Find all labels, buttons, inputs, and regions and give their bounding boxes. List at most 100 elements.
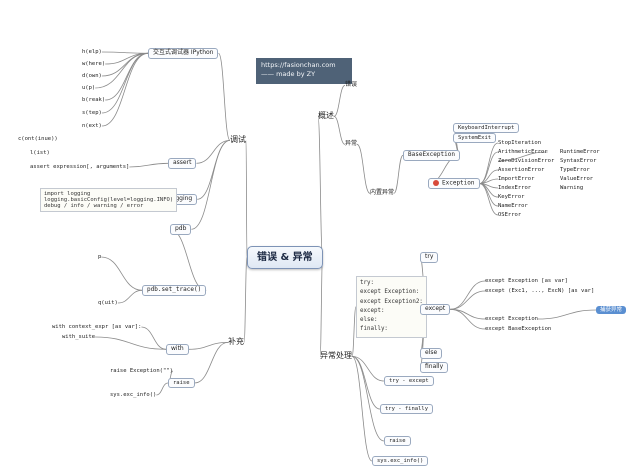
connector-line (319, 257, 324, 357)
connector-line (95, 52, 149, 89)
connector-line (194, 341, 229, 384)
overview-exception[interactable]: 异常 (345, 140, 358, 147)
exc-runtime[interactable]: RuntimeError (560, 149, 600, 155)
connector-line (537, 309, 597, 320)
with-syntax[interactable]: with context_expr [as var]: (52, 324, 142, 330)
cmd-step[interactable]: s(tep) (82, 110, 102, 116)
form-baseexception[interactable]: except BaseException (485, 326, 552, 332)
supplement-raise-exc[interactable]: raise Exception("") (110, 368, 173, 374)
branch-overview[interactable]: 概述 (318, 111, 334, 120)
connector-line (101, 52, 149, 77)
handling-except[interactable]: except (420, 304, 451, 315)
branch-exception-handling[interactable]: 异常处理 (320, 351, 352, 360)
supplement-with[interactable]: with (166, 344, 189, 355)
connector-line (245, 139, 248, 258)
branch-debug[interactable]: 调试 (230, 135, 246, 144)
exc-value[interactable]: ValueError (560, 176, 594, 182)
connector-line (218, 52, 231, 141)
root-node[interactable]: 错误 & 异常 (247, 246, 323, 269)
cmd-continue[interactable]: c(ont(inue)) (18, 136, 58, 142)
logging-line-1: import logging (44, 191, 91, 197)
debug-assert-syntax[interactable]: assert expression[, arguments] (30, 164, 130, 170)
exc-type[interactable]: TypeError (560, 167, 590, 173)
connector-line (101, 52, 149, 127)
cmd-print[interactable]: p (98, 254, 102, 260)
exc-arithmetic[interactable]: ArithmeticError (498, 149, 548, 155)
connector-line (450, 280, 486, 310)
debug-pdb[interactable]: pdb (170, 224, 192, 235)
cmd-break[interactable]: b(reak) (82, 97, 106, 103)
try-line-else: else: (360, 317, 378, 324)
exc-import[interactable]: ImportError (498, 176, 535, 182)
debug-set-trace[interactable]: pdb.set_trace() (142, 285, 207, 296)
overview-builtin[interactable]: 内置异常 (370, 189, 395, 196)
exc-exception[interactable]: Exception (428, 178, 480, 190)
form-exception[interactable]: except Exception (485, 316, 538, 322)
connector-line (101, 256, 143, 291)
handling-try-except[interactable]: try - except (384, 376, 434, 387)
cmd-list[interactable]: l(ist) (30, 150, 50, 156)
form-single[interactable]: except Exception [as var] (485, 278, 568, 284)
exc-index[interactable]: IndexError (498, 185, 532, 191)
try-line-except2: except Exception2: (360, 298, 423, 305)
connector-line (450, 308, 486, 330)
form-tuple[interactable]: except (Exc1, ..., ExcN) [as var] (485, 288, 595, 294)
catch-tag[interactable]: 捕获异常 (596, 306, 627, 315)
connector-line (156, 382, 169, 396)
connector-line (95, 336, 167, 350)
logging-line-2: logging.basicConfig(level=logging.INFO) (44, 197, 174, 203)
connector-line (479, 151, 499, 184)
connector-line (317, 115, 324, 258)
logging-line-3: debug / info / warning / error (44, 203, 144, 209)
handling-try-finally[interactable]: try - finally (380, 404, 434, 415)
handling-try[interactable]: try (420, 252, 439, 263)
connector-line (101, 51, 149, 54)
cmd-up[interactable]: u(p) (82, 85, 96, 91)
try-line-except: except: (360, 307, 385, 314)
connector-line (101, 52, 149, 114)
banner-url: https://fasionchan.com (261, 61, 336, 69)
debug-ipython[interactable]: 交互式调试器 IPython (148, 48, 219, 59)
connector-line (169, 228, 207, 291)
handling-sys-exc-info[interactable]: sys.exc_info() (372, 456, 429, 467)
try-block: try: except Exception: except Exception2… (356, 276, 427, 338)
cmd-quit[interactable]: q(uit) (98, 300, 118, 306)
connector-line (479, 142, 499, 184)
exc-stopiteration[interactable]: StopIteration (498, 140, 542, 146)
handling-finally[interactable]: finally (420, 362, 449, 373)
connector-line (351, 355, 385, 382)
debug-assert[interactable]: assert (168, 158, 197, 169)
exc-key[interactable]: KeyError (498, 194, 525, 200)
cmd-down[interactable]: d(own) (82, 73, 102, 79)
supplement-raise[interactable]: raise (168, 378, 195, 389)
source-banner: https://fasionchan.com —— made by ZY (256, 58, 352, 84)
exc-assertion[interactable]: AssertionError (498, 167, 545, 173)
connector-line (197, 139, 231, 200)
handling-raise[interactable]: raise (384, 436, 411, 447)
exc-systemexit[interactable]: SystemExit (453, 133, 497, 144)
exc-name[interactable]: NameError (498, 203, 528, 209)
supplement-sys-exc-info[interactable]: sys.exc_info() (110, 392, 157, 398)
banner-author: —— made by ZY (261, 70, 316, 79)
exc-os[interactable]: OSError (498, 212, 522, 218)
connector-line (117, 289, 143, 304)
connector-line (351, 306, 357, 357)
exc-keyboardinterrupt[interactable]: KeyboardInterrupt (453, 123, 520, 134)
exc-zerodivision[interactable]: ZeroDivisionError (498, 158, 555, 164)
with-suite[interactable]: with_suite (62, 334, 96, 340)
connector-line (479, 183, 499, 207)
overview-error[interactable]: 错误 (345, 81, 358, 88)
handling-else[interactable]: else (420, 348, 443, 359)
exc-warning[interactable]: Warning (560, 185, 584, 191)
cmd-help[interactable]: h(elp) (82, 49, 102, 55)
connector-line (450, 308, 486, 320)
exception-marker-icon (433, 180, 439, 186)
branch-supplement[interactable]: 补充 (228, 337, 244, 346)
exc-syntax[interactable]: SyntaxError (560, 158, 597, 164)
connector-line (351, 355, 373, 462)
cmd-where[interactable]: w(here) (82, 61, 106, 67)
exc-base[interactable]: BaseException (403, 150, 460, 161)
cmd-next[interactable]: n(ext) (82, 123, 102, 129)
connector-line (479, 183, 499, 216)
